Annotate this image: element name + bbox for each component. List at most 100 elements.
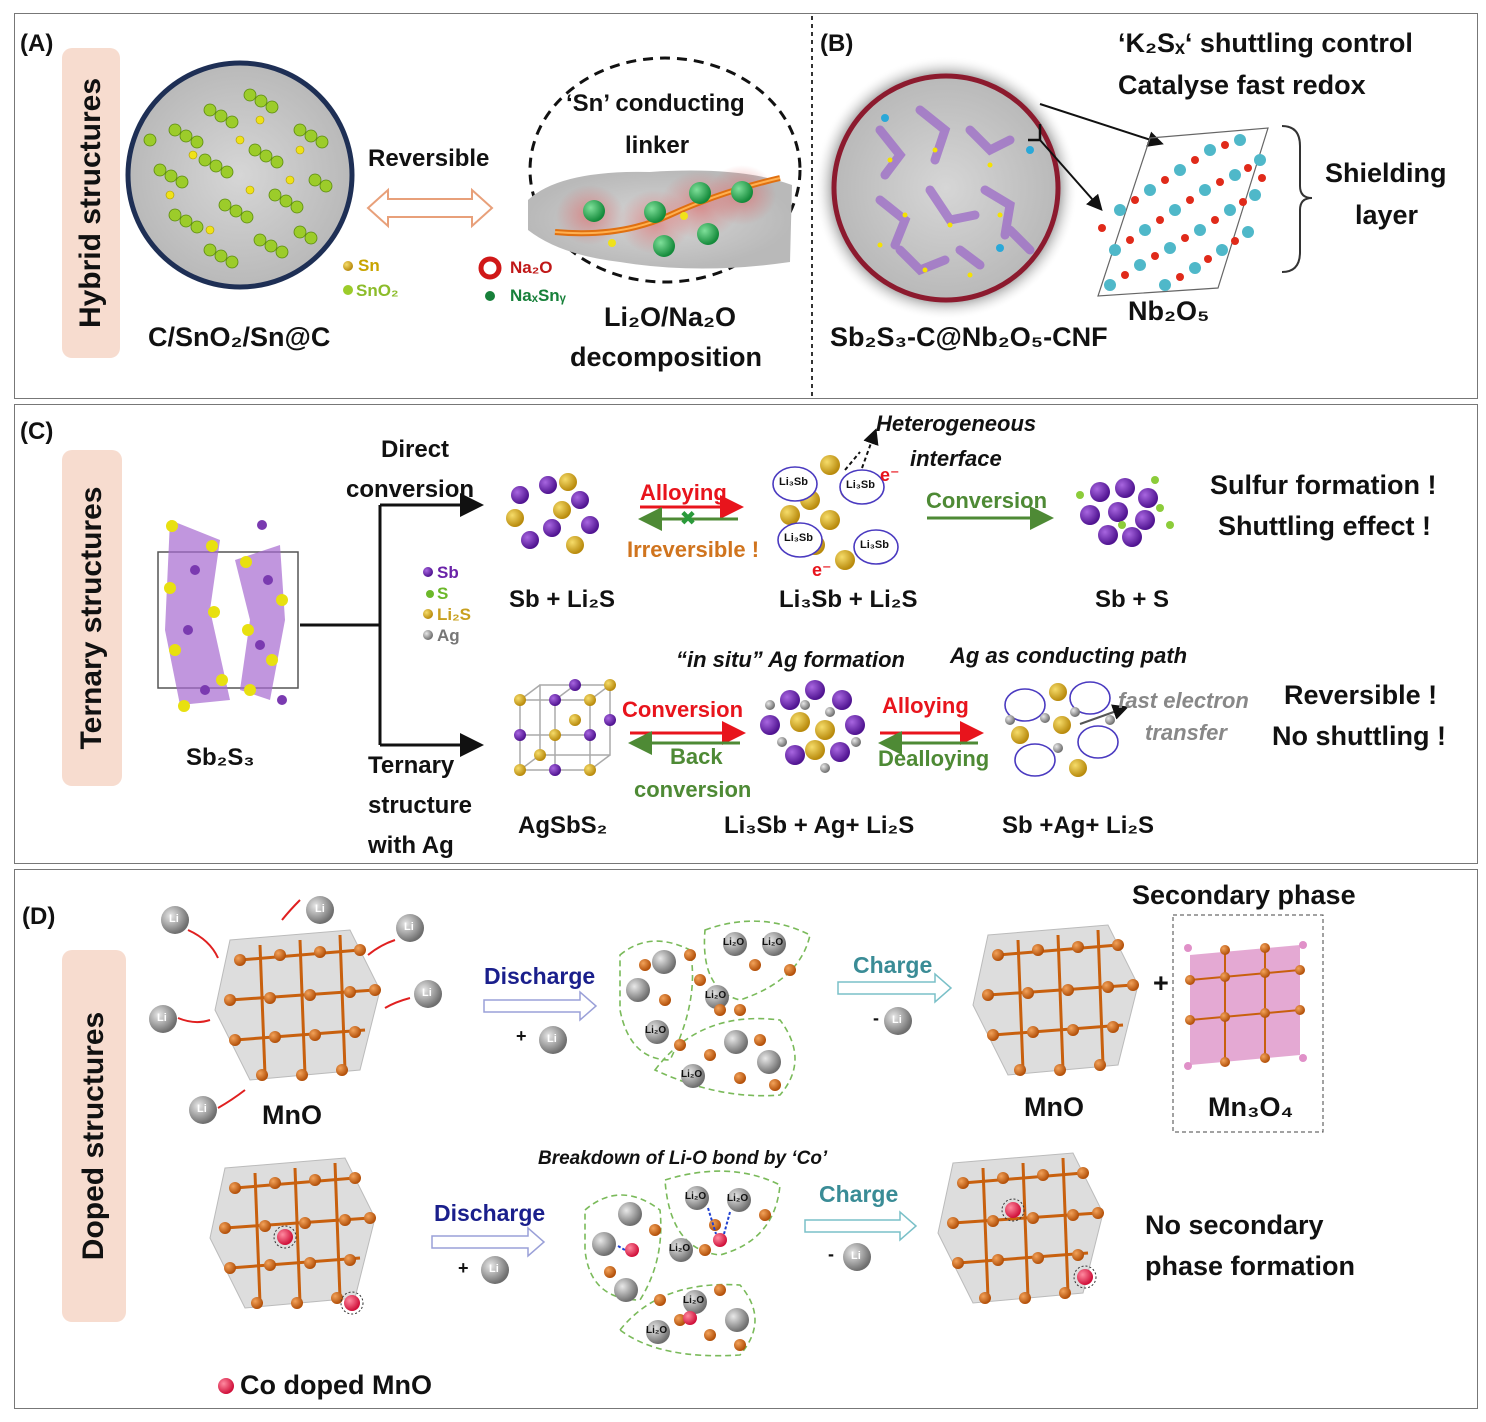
hetero-1: Heterogeneous	[876, 411, 1037, 436]
minus-li-bottom: -	[828, 1244, 834, 1264]
li-label-1: Li	[169, 913, 179, 925]
electron-label-1: e⁻	[880, 465, 900, 485]
plus-li-bottom: +	[458, 1258, 469, 1278]
panel-a-left-caption: C/SnO₂/Sn@C	[148, 322, 331, 352]
bottom-step1-caption: AgSbS₂	[518, 812, 608, 839]
electron-label-2: e⁻	[812, 560, 832, 580]
legend-li2s: Li₂S	[437, 605, 471, 624]
plus-sign: +	[1153, 968, 1169, 998]
li3sb-label-4: Li₃Sb	[860, 539, 889, 551]
li2o-label-7: Li₂O	[727, 1193, 749, 1204]
mn3o4-label: Mn₃O₄	[1208, 1092, 1294, 1122]
bottom-note-2: No shuttling !	[1272, 721, 1446, 751]
fast-2: transfer	[1145, 720, 1227, 745]
no-secondary-1: No secondary	[1145, 1210, 1324, 1240]
panel-a-right-caption-2: decomposition	[570, 342, 763, 372]
li-label-6: Li	[197, 1103, 207, 1115]
svg-text:✖: ✖	[680, 508, 697, 530]
panel-c-side-title: Ternary structures	[62, 450, 122, 786]
top-note-1: Sulfur formation !	[1210, 470, 1437, 500]
li-label-4: Li	[157, 1012, 167, 1024]
bottom-step2-caption: Li₃Sb + Ag+ Li₂S	[724, 812, 915, 839]
panel-a-arrow-label: Reversible	[368, 145, 490, 172]
li-label-2: Li	[315, 903, 325, 915]
top-arrow2-top: Conversion	[926, 488, 1048, 513]
top-arrow1-top: Alloying	[640, 480, 727, 505]
bottom-arrow2-top: Alloying	[882, 693, 969, 718]
panel-d-side-title: Doped structures	[62, 950, 126, 1322]
mno-right-label: MnO	[1024, 1092, 1084, 1122]
panel-b-crystal-caption: Nb₂O₅	[1128, 296, 1210, 326]
li-label-8: Li	[892, 1014, 902, 1026]
li2o-label-10: Li₂O	[646, 1325, 668, 1336]
breakdown-label: Breakdown of Li-O bond by ‘Co’	[538, 1148, 828, 1169]
branch-bottom-3: with Ag	[368, 832, 454, 859]
panel-c-label: (C)	[20, 418, 54, 445]
panel-b-title-2: Catalyse fast redox	[1118, 70, 1366, 100]
minus-li-top: -	[873, 1008, 879, 1028]
top-step2-caption: Li₃Sb + Li₂S	[779, 586, 918, 613]
legend-sno2: SnO₂	[356, 281, 399, 300]
bottom-arrow1-top: Conversion	[622, 697, 744, 722]
li-label-9: Li	[489, 1263, 499, 1275]
panel-b-left-caption: Sb₂S₃-C@Nb₂O₅-CNF	[830, 322, 1108, 352]
li3sb-label-2: Li₃Sb	[846, 479, 875, 491]
li2o-label-1: Li₂O	[723, 937, 745, 948]
plus-li-top: +	[516, 1026, 527, 1046]
discharge-bottom-label: Discharge	[434, 1200, 546, 1226]
li2o-label-4: Li₂O	[645, 1025, 667, 1036]
li2o-label-6: Li₂O	[685, 1191, 707, 1202]
li-label-5: Li	[422, 987, 432, 999]
legend-sn: Sn	[358, 256, 380, 275]
panel-b-title-1: ‘K₂Sₓ‘ shuttling control	[1118, 28, 1413, 58]
li2o-label-2: Li₂O	[762, 937, 784, 948]
panel-d-label: (D)	[22, 903, 56, 930]
legend-na2o: Na₂O	[510, 258, 553, 277]
li3sb-label-1: Li₃Sb	[779, 476, 808, 488]
li2o-label-3: Li₂O	[705, 990, 727, 1001]
charge-bottom-label: Charge	[819, 1181, 899, 1207]
panel-a-side-title: Hybrid structures	[62, 48, 120, 358]
li2o-label-8: Li₂O	[669, 1243, 691, 1254]
bottom-arrow1-bottom-1: Back	[670, 744, 723, 769]
branch-bottom-2: structure	[368, 792, 473, 819]
top-arrow1-bottom: Irreversible !	[627, 537, 760, 562]
secondary-phase-title: Secondary phase	[1132, 880, 1356, 910]
panel-a-right-caption-1: Li₂O/Na₂O	[604, 302, 737, 332]
path-label: Ag as conducting path	[950, 643, 1188, 668]
fast-1: fast electron	[1118, 688, 1249, 713]
li-label-7: Li	[547, 1033, 557, 1045]
sb2s3-caption: Sb₂S₃	[186, 744, 255, 771]
bottom-arrow1-bottom-2: conversion	[634, 777, 752, 802]
legend-s: S	[437, 584, 449, 603]
li-label-10: Li	[851, 1250, 861, 1262]
panel-b-brace-label-2: layer	[1355, 200, 1419, 230]
insitu-label: “in situ” Ag formation	[676, 647, 905, 672]
no-secondary-2: phase formation	[1145, 1251, 1356, 1281]
branch-top-2: conversion	[346, 476, 475, 503]
charge-top-label: Charge	[853, 952, 933, 978]
branch-bottom-1: Ternary	[368, 752, 455, 779]
panel-b-label: (B)	[820, 30, 854, 57]
top-step1-caption: Sb + Li₂S	[509, 586, 616, 613]
mno-left-label: MnO	[262, 1100, 322, 1130]
legend-ag: Ag	[437, 626, 460, 645]
panel-a-linker-label-2: linker	[625, 132, 690, 159]
co-legend-label: Co doped MnO	[240, 1370, 432, 1400]
panel-a-linker-label-1: ‘Sn’ conducting	[566, 90, 745, 117]
bottom-arrow2-bottom: Dealloying	[878, 746, 990, 771]
top-note-2: Shuttling effect !	[1218, 511, 1431, 541]
panel-b-brace-label-1: Shielding	[1325, 158, 1447, 188]
li3sb-label-3: Li₃Sb	[784, 532, 813, 544]
li2o-label-9: Li₂O	[683, 1295, 705, 1306]
bottom-step3-caption: Sb +Ag+ Li₂S	[1002, 812, 1155, 839]
panel-a-label: (A)	[20, 30, 54, 57]
bottom-note-1: Reversible !	[1284, 680, 1438, 710]
li2o-label-5: Li₂O	[681, 1069, 703, 1080]
discharge-top-label: Discharge	[484, 963, 596, 989]
top-step3-caption: Sb + S	[1095, 586, 1170, 613]
hetero-2: interface	[910, 446, 1002, 471]
